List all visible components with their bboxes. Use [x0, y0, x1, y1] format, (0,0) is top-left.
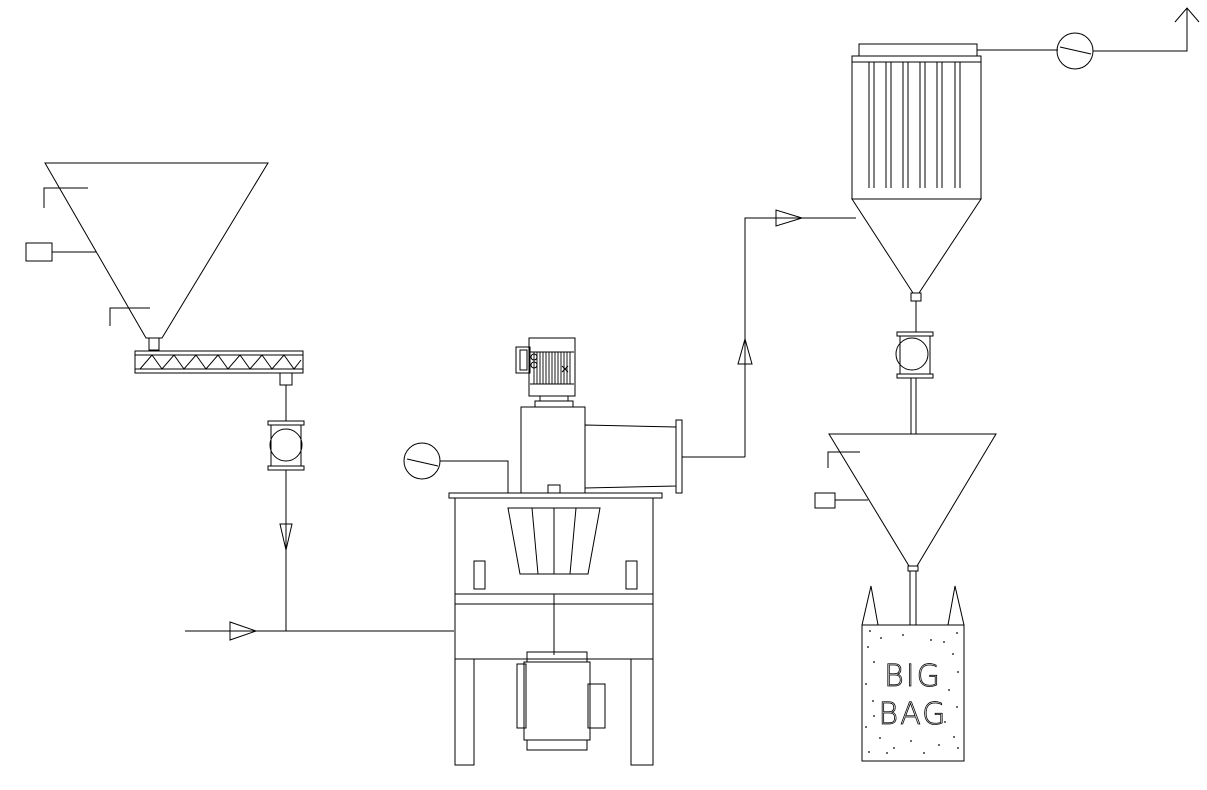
filling-hopper-sensor: [815, 493, 868, 508]
mill-sensor-gauge: [404, 443, 508, 493]
filling-hopper: [829, 434, 996, 571]
hopper-level-probe-high: [44, 188, 88, 208]
exhaust-fan: [1057, 8, 1199, 69]
flow-arrow-down: [280, 524, 292, 550]
mill-housing: [521, 407, 585, 493]
mill-motor: [516, 338, 575, 407]
bag-filter: [852, 44, 1058, 301]
flow-arrow-up: [738, 339, 752, 364]
flow-arrow-right-top: [776, 210, 802, 226]
air-inlet-line: [185, 622, 454, 640]
rotary-valve-feed: [268, 421, 304, 470]
screw-conveyor: [135, 351, 303, 385]
big-bag-right-loop: [948, 586, 964, 625]
flow-arrow-right: [230, 622, 256, 640]
rotary-valve-filter: [896, 332, 933, 378]
mill-inner-right-bracket: [626, 561, 637, 589]
mill-bottom-motor: [517, 652, 605, 750]
classifier-cone: [508, 508, 600, 574]
hopper-level-sensor: [26, 243, 96, 261]
big-bag: BIG BAG: [862, 586, 964, 761]
mill-top-plate: [449, 493, 662, 498]
mill-base: [455, 604, 653, 765]
big-bag-left-loop: [862, 586, 878, 625]
mill-outlet-duct: [585, 420, 745, 493]
exhaust-arrow: [1175, 8, 1199, 22]
filling-hopper-level-probe: [828, 452, 860, 468]
transport-pipe: [738, 210, 856, 457]
mill-inner-left-bracket: [474, 561, 485, 589]
big-bag-label-line2: BAG: [879, 697, 948, 732]
big-bag-texture: [865, 630, 959, 754]
feed-hopper: [45, 163, 268, 350]
hopper-level-probe-low: [110, 308, 150, 326]
big-bag-label-line1: BIG: [884, 659, 942, 694]
